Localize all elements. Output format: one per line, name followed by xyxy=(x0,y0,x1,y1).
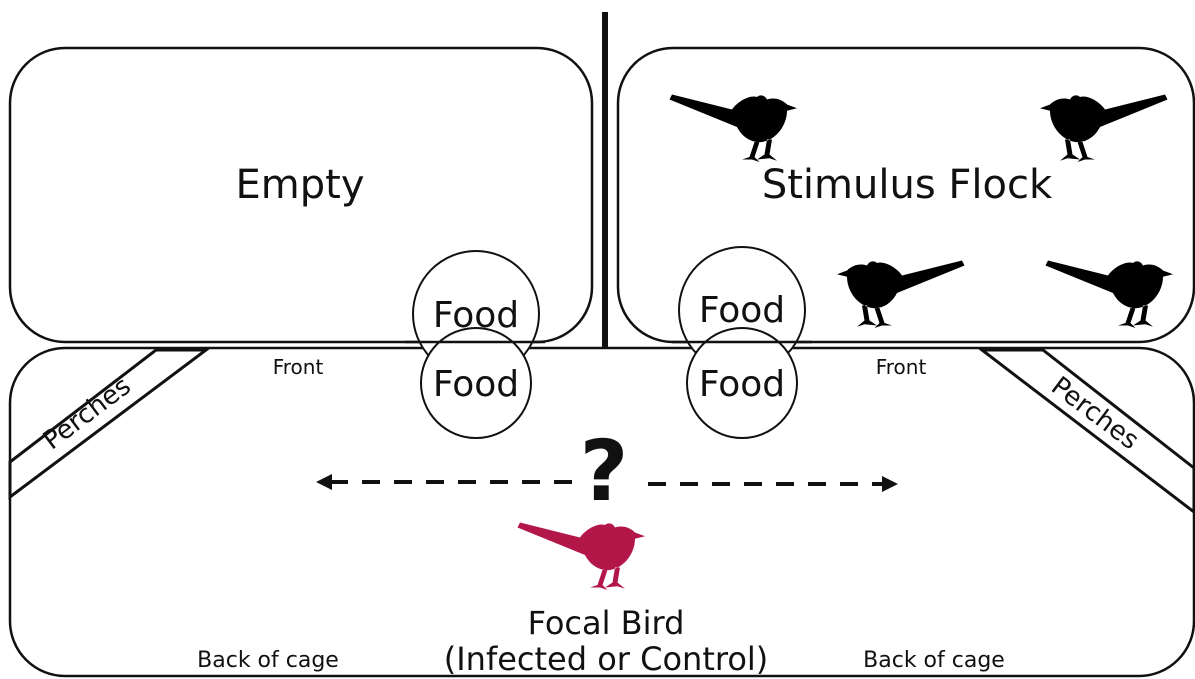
stimulus-bird-icon xyxy=(670,95,798,163)
food-label-upper-right: Food xyxy=(699,290,785,331)
back-left-label: Back of cage xyxy=(197,648,339,673)
front-right-label: Front xyxy=(876,355,927,379)
focal-bird-icon xyxy=(518,523,646,591)
stimulus-bird-icon xyxy=(837,261,965,329)
food-label-lower-left: Food xyxy=(433,364,519,405)
food-label-lower-right: Food xyxy=(699,364,785,405)
front-left-label: Front xyxy=(273,355,324,379)
focal-bird-title: Focal Bird xyxy=(528,604,685,642)
perches-right: Perches xyxy=(982,350,1194,512)
question-mark: ? xyxy=(580,422,629,520)
stimulus-bird-icon xyxy=(1046,261,1174,329)
stimulus-cage-label: Stimulus Flock xyxy=(762,162,1053,208)
perches-right-label: Perches xyxy=(1045,371,1144,456)
food-label-upper-left: Food xyxy=(433,295,519,336)
empty-cage-label: Empty xyxy=(236,162,365,208)
back-right-label: Back of cage xyxy=(863,648,1005,673)
perches-left: Perches xyxy=(10,350,206,497)
focal-bird-subtitle: (Infected or Control) xyxy=(444,640,769,678)
stimulus-bird-icon xyxy=(1040,95,1168,163)
